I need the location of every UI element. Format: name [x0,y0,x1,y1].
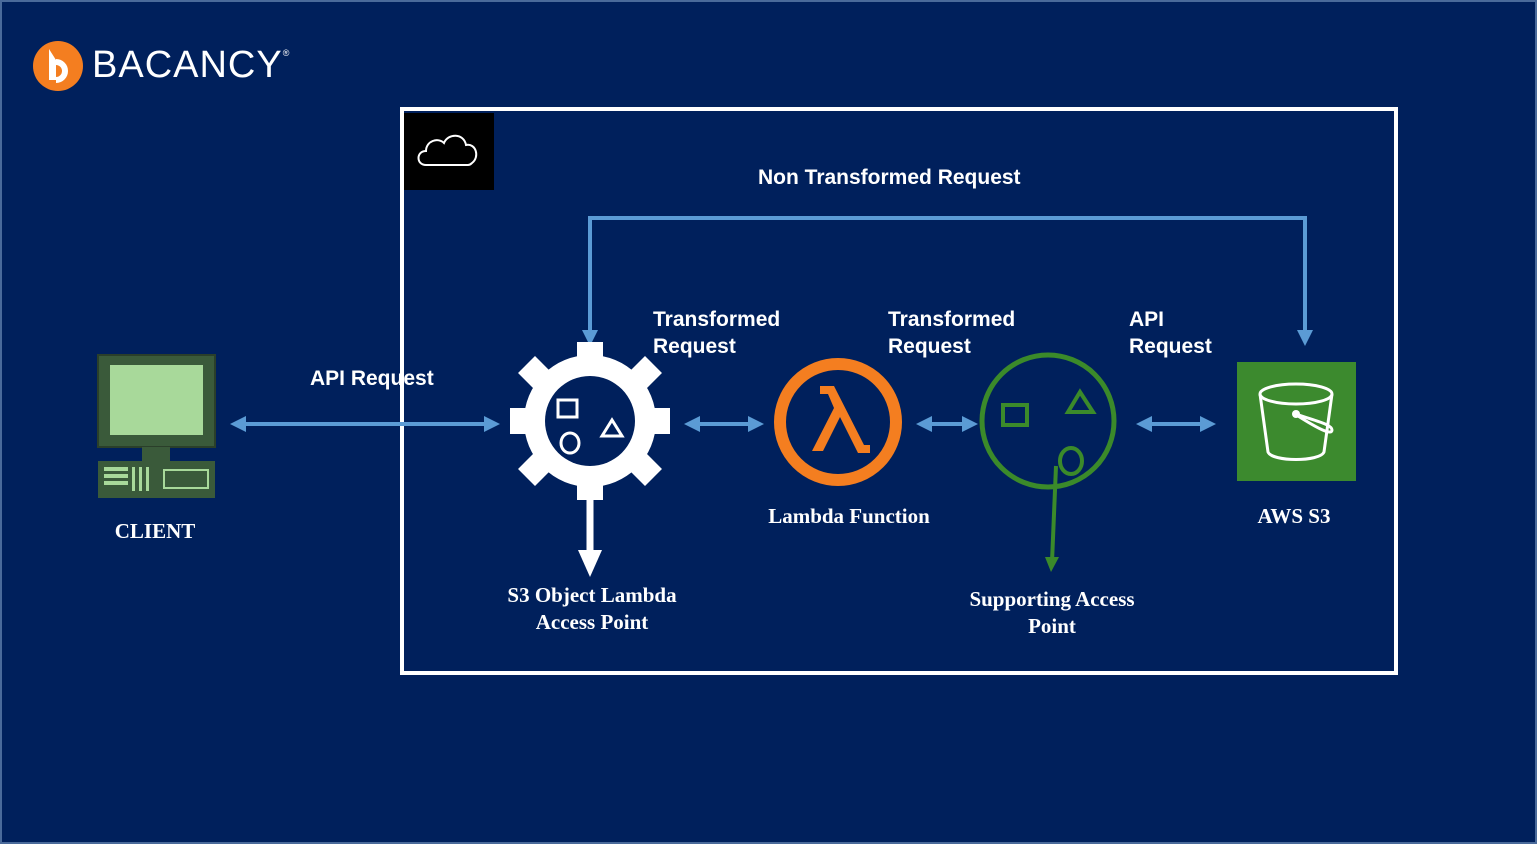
client-label: CLIENT [114,519,196,543]
aws-cloud-boundary [400,107,1398,675]
supporting-access-point-label: Supporting Access Point [969,587,1135,638]
s3-api-request-label: API Request [1129,308,1212,358]
transformed-request-label-1: Transformed Request [653,308,781,358]
gear-access-point-icon [510,342,670,577]
aws-s3-label: AWS S3 [1257,504,1331,528]
transformed-request-label-2: Transformed Request [888,308,1016,358]
api-request-label: API Request [310,367,434,390]
lambda-function-label: Lambda Function [768,504,930,528]
non-transformed-arrow [582,216,1313,346]
brand-name: BACANCY® [92,44,291,86]
object-lambda-access-point-label: S3 Object Lambda Access Point [507,583,677,634]
aws-cloud-tile [404,113,494,190]
lambda-icon [774,358,902,486]
bacancy-logo-icon [33,41,83,91]
computer-icon [97,354,216,498]
non-transformed-request-label: Non Transformed Request [758,166,1021,189]
bucket-icon [1237,362,1356,481]
cloud-icon [417,134,478,166]
access-point-icon [979,352,1117,572]
